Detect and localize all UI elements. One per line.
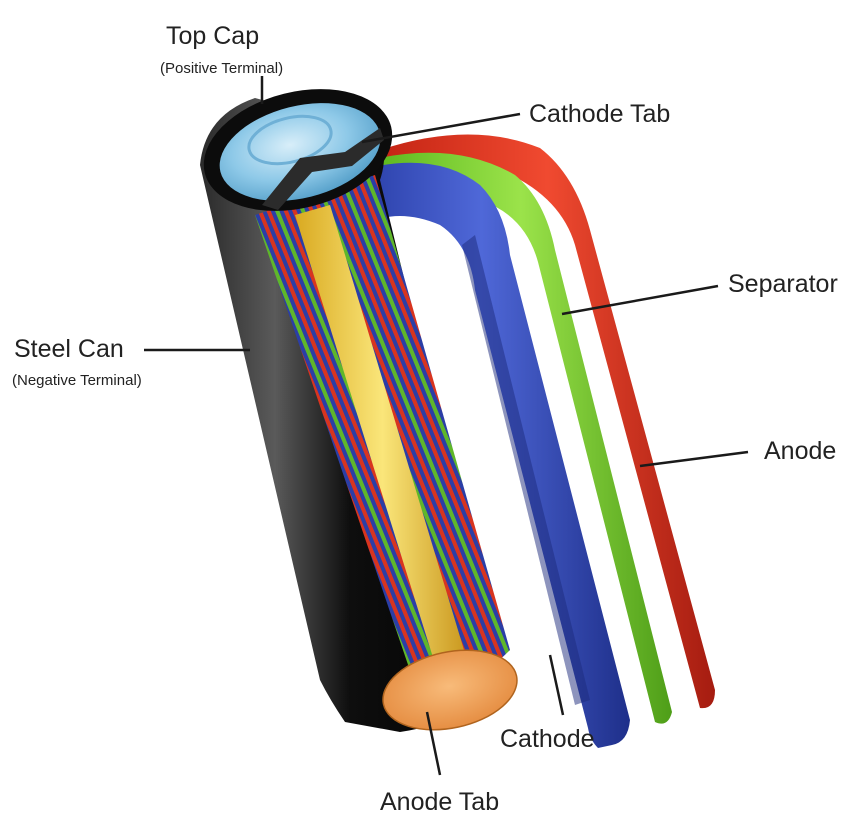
top-cap-disc [219,103,381,201]
label-cathode-tab: Cathode Tab [529,100,671,128]
cathode-inner-shadow [462,235,590,705]
label-steel-can: Steel Can [14,335,124,363]
label-anode-tab: Anode Tab [380,788,500,816]
label-anode: Anode [764,437,837,465]
leader-cathode-tab [361,112,521,144]
leader-separator [561,284,719,316]
label-top-cap-sub: (Positive Terminal) [160,60,284,77]
separator-layer [370,152,672,724]
anode-tab-disc [382,649,518,731]
leader-cathode [548,654,565,716]
label-cathode: Cathode [500,725,595,753]
leader-anode-tab [425,711,442,776]
top-cap-inner-ring [247,114,333,166]
cathode-tab-strip [262,128,384,210]
yellow-core [295,205,470,680]
label-steel-can-sub: (Negative Terminal) [12,372,142,389]
leader-anode [639,450,749,468]
label-top-cap: Top Cap [166,22,260,50]
label-separator: Separator [728,270,838,298]
